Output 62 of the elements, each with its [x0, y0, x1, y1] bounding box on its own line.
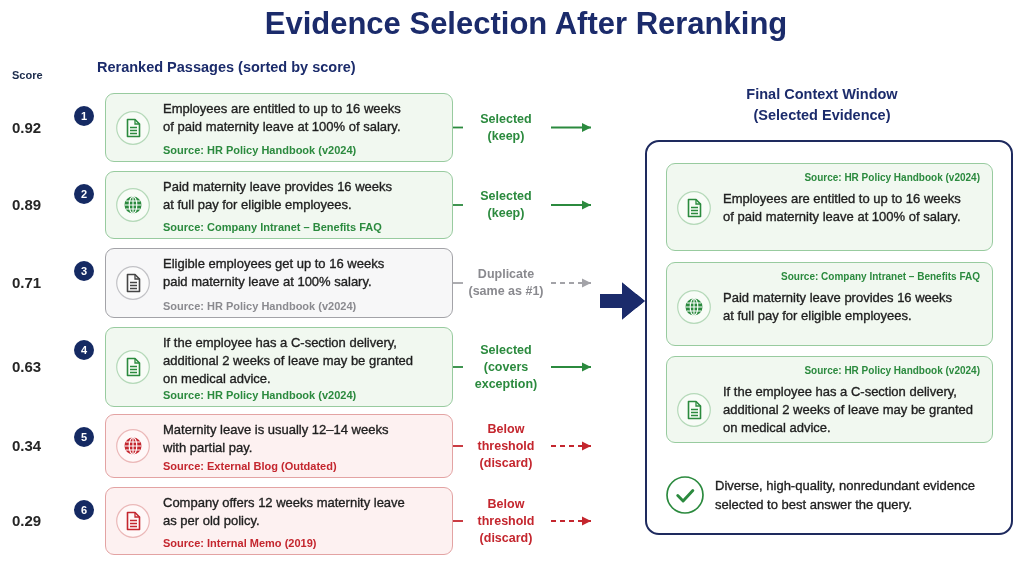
source-text: Source: HR Policy Handbook (v2024) [163, 389, 357, 402]
evidence-card [666, 163, 993, 251]
title: Evidence Selection After Reranking [264, 5, 788, 43]
section-heading: Reranked Passages (sorted by score) [97, 58, 356, 76]
source-text: Source: External Blog (Outdated) [163, 460, 337, 473]
arrow [550, 123, 592, 132]
number-badge: 5 [74, 427, 94, 447]
connector-line [452, 282, 464, 284]
arrow [550, 200, 592, 210]
passage-card [105, 487, 453, 555]
passage-text: Paid maternity leave provides 16 weeks at full pay for eligible employees. [163, 178, 394, 214]
decision-label: Selected (covers exception) [463, 341, 549, 393]
connector-line [452, 520, 464, 522]
passage-text: Company offers 12 weeks maternity leave as per old policy. [163, 494, 406, 530]
decision-label: Below threshold (discard) [463, 420, 549, 472]
evidence-card [666, 262, 993, 346]
source-text: Source: HR Policy Handbook (v2024) [804, 171, 980, 184]
source-text: Source: Company Intranet – Benefits FAQ [163, 221, 382, 234]
source-text: Source: HR Policy Handbook (v2024) [163, 300, 357, 313]
passage-text: Maternity leave is usually 12–14 weeks with partial pay. [163, 421, 390, 457]
passage-card [105, 327, 453, 407]
number-badge: 2 [74, 184, 94, 204]
score-value: 0.29 [12, 512, 42, 530]
source-text: Source: HR Policy Handbook (v2024) [804, 364, 980, 377]
number-badge: 6 [74, 500, 94, 520]
decision-label: Duplicate (same as #1) [463, 266, 549, 300]
decision-label: Selected (keep) [463, 188, 549, 222]
decision-label: Below threshold (discard) [463, 495, 549, 547]
score-value: 0.71 [12, 274, 42, 292]
passage-text: If the employee has a C-section delivery, additional 2 weeks of leave may be granted on medical advice. [723, 383, 975, 437]
block-arrow [600, 282, 645, 320]
passage-text: If the employee has a C-section delivery, additional 2 weeks of leave may be granted on medical advice. [163, 334, 415, 388]
arrow [550, 362, 592, 372]
decision-label: Selected (keep) [463, 110, 549, 145]
summary-note: Diverse, high-quality, nonredundant evidence selected to best answer the query. [715, 477, 976, 514]
dashed-arrow [550, 516, 592, 526]
score-value: 0.34 [12, 437, 42, 455]
connector-line [452, 204, 464, 206]
number-badge: 1 [74, 106, 94, 126]
dashed-arrow [550, 278, 592, 288]
number-badge: 3 [74, 261, 94, 281]
passage-card [105, 248, 453, 318]
score-value: 0.92 [12, 118, 42, 137]
column-header: Score [12, 68, 43, 82]
passage-text: Employees are entitled to up to 16 weeks of paid maternity leave at 100% of salary. [723, 190, 962, 226]
source-text: Source: Company Intranet – Benefits FAQ [781, 270, 980, 283]
connector-line [452, 366, 464, 368]
source-text: Source: Internal Memo (2019) [163, 537, 317, 550]
evidence-card [666, 356, 993, 443]
passage-text: Employees are entitled to up to 16 weeks of paid maternity leave at 100% of salary. [163, 100, 402, 136]
passage-card [105, 171, 453, 239]
passage-card [105, 414, 453, 478]
dashed-arrow [550, 441, 592, 451]
connector-line [452, 445, 464, 447]
score-value: 0.63 [12, 358, 42, 376]
passage-text: Eligible employees get up to 16 weeks paid maternity leave at 100% salary. [163, 255, 386, 291]
source-text: Source: HR Policy Handbook (v2024) [163, 144, 357, 157]
passage-text: Paid maternity leave provides 16 weeks at full pay for eligible employees. [723, 289, 954, 325]
score-value: 0.89 [12, 196, 42, 214]
passage-card [105, 93, 453, 162]
panel-heading: Final Context Window (Selected Evidence) [745, 85, 899, 125]
number-badge: 4 [74, 340, 94, 360]
